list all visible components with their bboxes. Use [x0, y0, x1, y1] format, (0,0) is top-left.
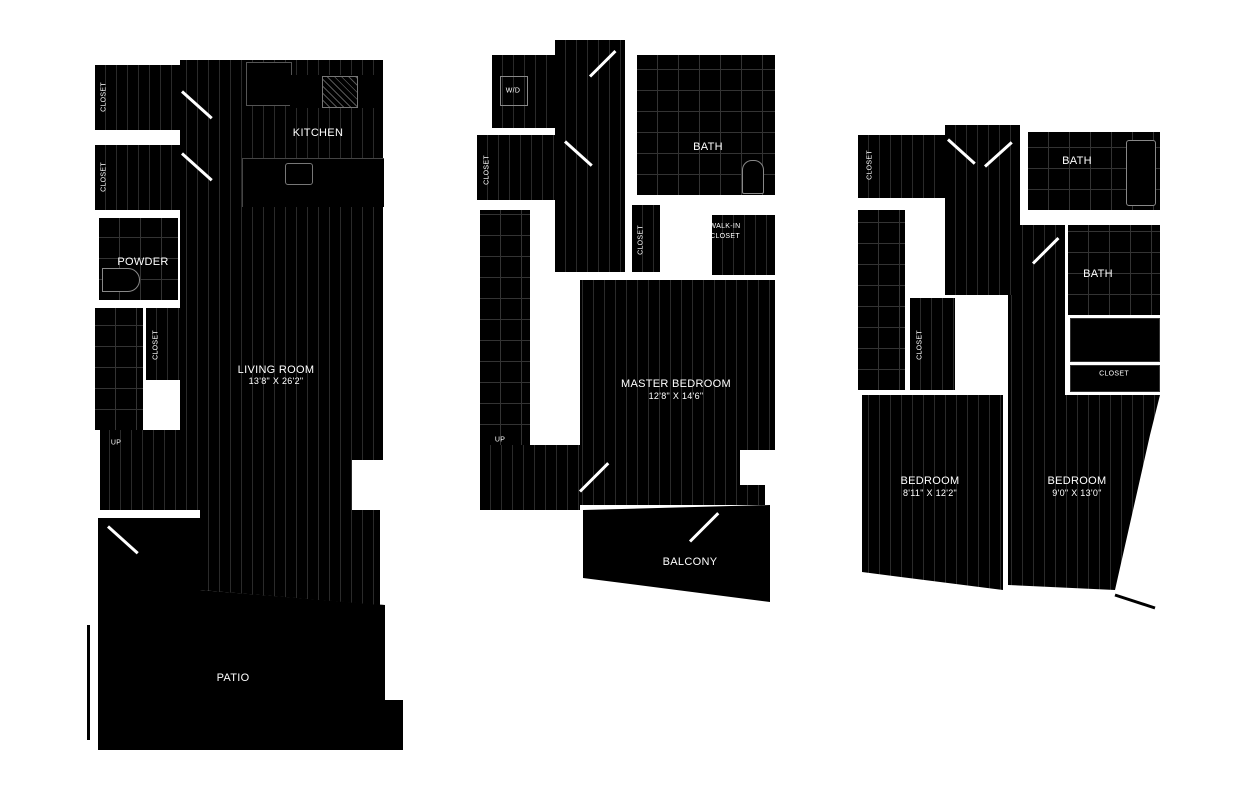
laundry-label: W/D — [505, 87, 521, 95]
stairs — [858, 210, 905, 390]
stairs — [480, 210, 530, 445]
closet-label: CLOSET — [483, 155, 491, 185]
stairs-up-label: UP — [110, 439, 122, 447]
bathtub-icon — [1126, 140, 1156, 206]
fridge — [246, 62, 292, 106]
stairs — [95, 308, 143, 430]
floor-3-window — [1114, 593, 1156, 610]
laundry-room — [492, 55, 555, 128]
closet-label: CLOSET — [916, 330, 924, 360]
balcony-label: BALCONY — [662, 556, 718, 568]
walk-in-closet-label: WALK-IN CLOSET — [709, 223, 741, 240]
closet-room — [1070, 365, 1160, 392]
patio-label: PATIO — [216, 672, 250, 684]
master-bedroom-dimensions: 12'8" X 14'6" — [648, 391, 704, 401]
closet-room — [95, 145, 180, 210]
stove-icon — [322, 76, 358, 108]
toilet-icon — [102, 268, 140, 292]
closet-label: CLOSET — [100, 82, 108, 112]
patio-area — [98, 518, 403, 750]
patio-railing — [87, 625, 90, 740]
bath-label: BATH — [1062, 155, 1092, 167]
kitchen-label: KITCHEN — [292, 127, 344, 139]
bedroom-dimensions: 8'11" X 12'2" — [902, 488, 958, 498]
master-bedroom-label: MASTER BEDROOM — [621, 378, 731, 390]
stairs-down-label: DN — [535, 229, 547, 237]
shower — [1070, 318, 1160, 362]
closet-room — [477, 135, 560, 200]
closet-room — [910, 298, 955, 390]
closet-room — [146, 308, 180, 380]
sink-icon — [285, 163, 313, 185]
washer-dryer-icon — [500, 76, 528, 106]
closet-room — [632, 205, 660, 272]
bedroom-label: BEDROOM — [900, 475, 960, 487]
closet-label: CLOSET — [152, 330, 160, 360]
toilet-icon — [742, 160, 764, 194]
powder-room — [99, 218, 178, 300]
closet-label: CLOSET — [1099, 370, 1129, 378]
bath-room — [1068, 225, 1160, 315]
living-room-label: LIVING ROOM — [237, 364, 315, 376]
stairs-down-label: DN — [918, 226, 930, 234]
closet-room — [95, 65, 180, 130]
bedroom-dimensions: 9'0" X 13'0" — [1052, 488, 1102, 498]
closet-label: CLOSET — [100, 162, 108, 192]
bedroom-b-area — [1008, 225, 1160, 590]
hallway — [555, 40, 625, 272]
living-room-dimensions: 13'8" X 26'2" — [248, 376, 304, 386]
bath-label: BATH — [1083, 268, 1113, 280]
hallway — [945, 125, 1020, 295]
closet-label: CLOSET — [637, 225, 645, 255]
master-bedroom-area — [580, 280, 775, 505]
bath-label: BATH — [693, 141, 723, 153]
stairs-up-label: UP — [494, 436, 506, 444]
powder-label: POWDER — [117, 256, 169, 268]
bedroom-label: BEDROOM — [1047, 475, 1107, 487]
bedroom-a-area — [862, 395, 1003, 590]
kitchen-island — [242, 158, 384, 207]
walk-in-closet — [712, 215, 775, 275]
closet-room — [858, 135, 945, 198]
balcony-area — [583, 505, 770, 602]
closet-label: CLOSET — [866, 150, 874, 180]
lower-hallway — [480, 445, 580, 510]
